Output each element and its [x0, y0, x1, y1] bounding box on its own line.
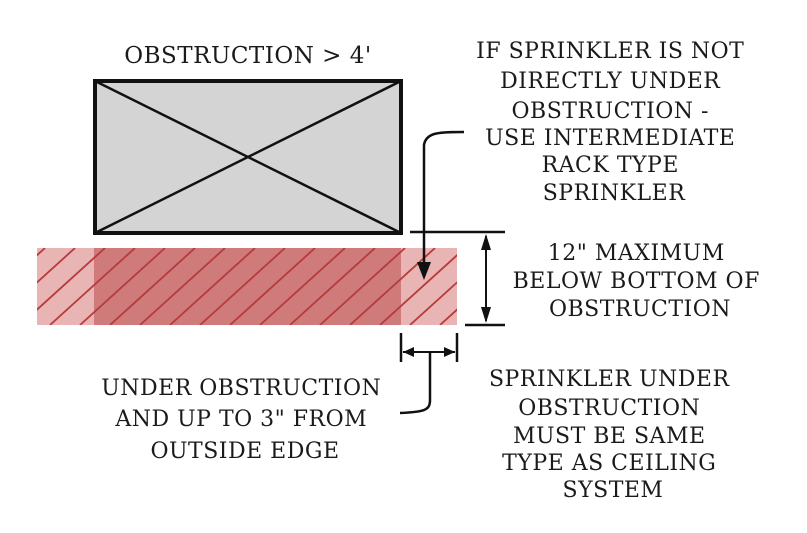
- hatch-line: [289, 248, 376, 325]
- hatch-line: [199, 248, 286, 325]
- hatch-line: [139, 248, 226, 325]
- arrowhead-right-icon: [444, 347, 455, 357]
- note-same-type: SPRINKLER UNDER OBSTRUCTION MUST BE SAME…: [489, 367, 737, 503]
- hatch-lines: [37, 248, 457, 325]
- arrowhead-left-icon: [403, 347, 414, 357]
- sprinkler-zone-band: [37, 248, 457, 325]
- arrowhead-down-icon: [481, 307, 491, 323]
- hatch-line: [109, 248, 196, 325]
- arrowhead-up-icon: [481, 234, 491, 250]
- hatch-line: [379, 254, 457, 325]
- note-under-obstruction: UNDER OBSTRUCTION AND UP TO 3" FROM OUTS…: [101, 376, 389, 464]
- hatch-line: [49, 248, 136, 325]
- hatch-line: [79, 248, 166, 325]
- hatch-line: [169, 248, 256, 325]
- hatch-line: [439, 308, 457, 325]
- band-edge-right: [401, 248, 457, 325]
- leader-line-under-obstruction: [399, 352, 432, 415]
- note-max-depth: 12" MAXIMUM BELOW BOTTOM OF OBSTRUCTION: [513, 241, 768, 322]
- hatch-line: [319, 248, 406, 325]
- hatch-line: [259, 248, 346, 325]
- obstruction-diagonal-2: [94, 79, 402, 235]
- hatch-line: [37, 248, 106, 311]
- hatch-line: [409, 281, 457, 325]
- dimension-3in: [399, 333, 459, 415]
- band-edge-left: [37, 248, 94, 325]
- leader-arrow-rack-sprinkler: [422, 130, 465, 268]
- arrowhead-down-icon: [417, 262, 431, 280]
- band-under-obstruction: [94, 248, 401, 325]
- hatch-line: [37, 248, 76, 284]
- obstruction-title: OBSTRUCTION > 4': [124, 43, 371, 69]
- hatch-line: [229, 248, 316, 325]
- obstruction-box: [93, 79, 403, 235]
- note-rack-sprinkler: IF SPRINKLER IS NOT DIRECTLY UNDER OBSTR…: [476, 39, 752, 206]
- dimension-12in: [410, 230, 505, 327]
- hatch-line: [349, 248, 436, 325]
